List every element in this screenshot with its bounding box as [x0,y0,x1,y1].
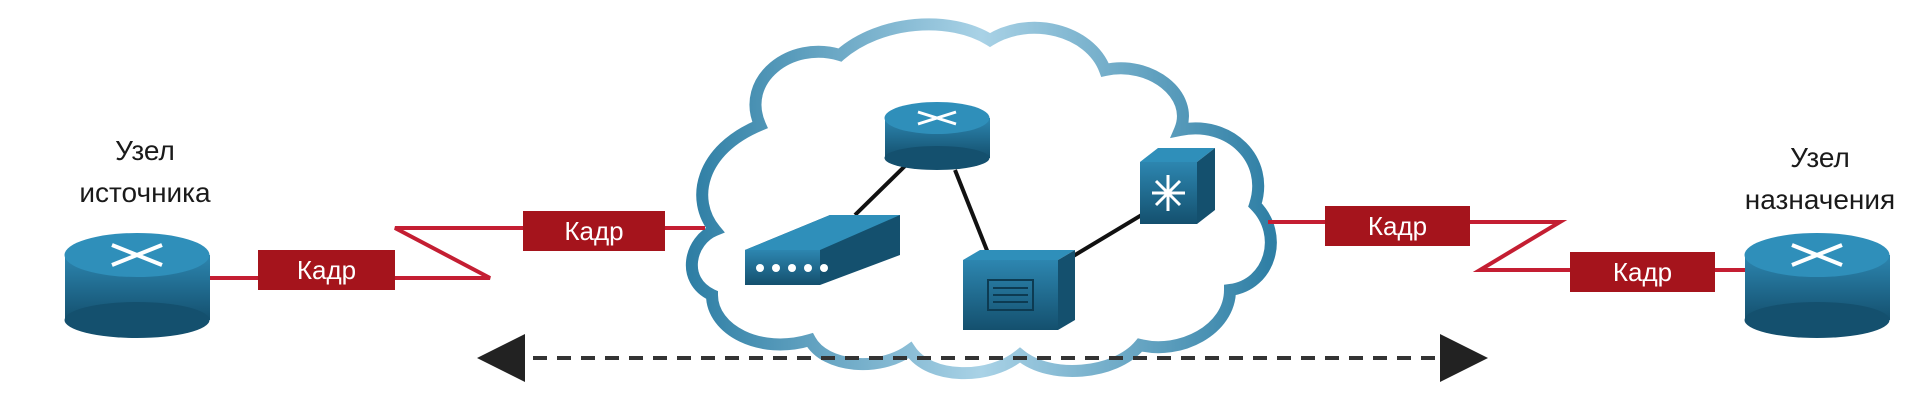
router-arrows-icon [917,110,957,126]
destination-link [1268,220,1745,272]
cloud-server [963,250,1075,330]
router-arrows-icon [111,243,163,267]
destination-router [1744,233,1890,338]
source-label-line2: источника [79,177,211,208]
frame-tag-source-cloud: Кадр [523,211,665,251]
destination-node-label: Узел назначения [1730,137,1910,221]
switch-star-icon [1152,175,1185,211]
cloud-modem [745,215,900,285]
internal-links [853,163,1152,260]
frame-tag-source-link: Кадр [258,250,395,290]
cloud-router [884,102,990,170]
router-arrows-icon [1791,243,1843,267]
frame-tag-dest-link: Кадр [1570,252,1715,292]
source-router [64,233,210,338]
source-label-line1: Узел [115,135,175,166]
source-link [210,226,705,280]
cloud-switch [1140,148,1215,224]
destination-label-line2: назначения [1744,184,1896,215]
source-node-label: Узел источника [60,130,230,214]
destination-label-line1: Узел [1790,142,1850,173]
port-lights-icon [756,264,828,272]
network-cloud [685,18,1277,380]
frame-tag-dest-cloud: Кадр [1325,206,1470,246]
